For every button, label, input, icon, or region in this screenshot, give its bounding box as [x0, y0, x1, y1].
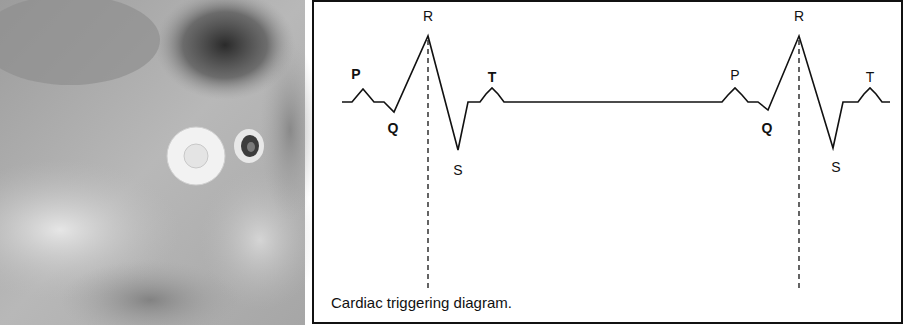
wave-label: Q: [762, 121, 773, 135]
trigger-line: [798, 40, 799, 292]
wave-label: S: [831, 160, 840, 174]
wave-label: R: [423, 9, 433, 23]
caption: Cardiac triggering diagram.: [331, 294, 512, 311]
ecg-electrode: [167, 127, 264, 185]
chest-photo: [0, 0, 320, 325]
wave-label: P: [351, 67, 360, 81]
wave-label: S: [453, 163, 462, 177]
wave-label: T: [866, 70, 875, 84]
wave-label: P: [730, 68, 739, 82]
ecg-waveform: [342, 36, 890, 150]
figure-frame: [313, 1, 902, 323]
ecg-trace: [342, 36, 890, 150]
wave-label: T: [488, 70, 497, 84]
wave-label: Q: [388, 121, 399, 135]
wave-label: R: [794, 9, 804, 23]
trigger-line: [427, 40, 428, 292]
